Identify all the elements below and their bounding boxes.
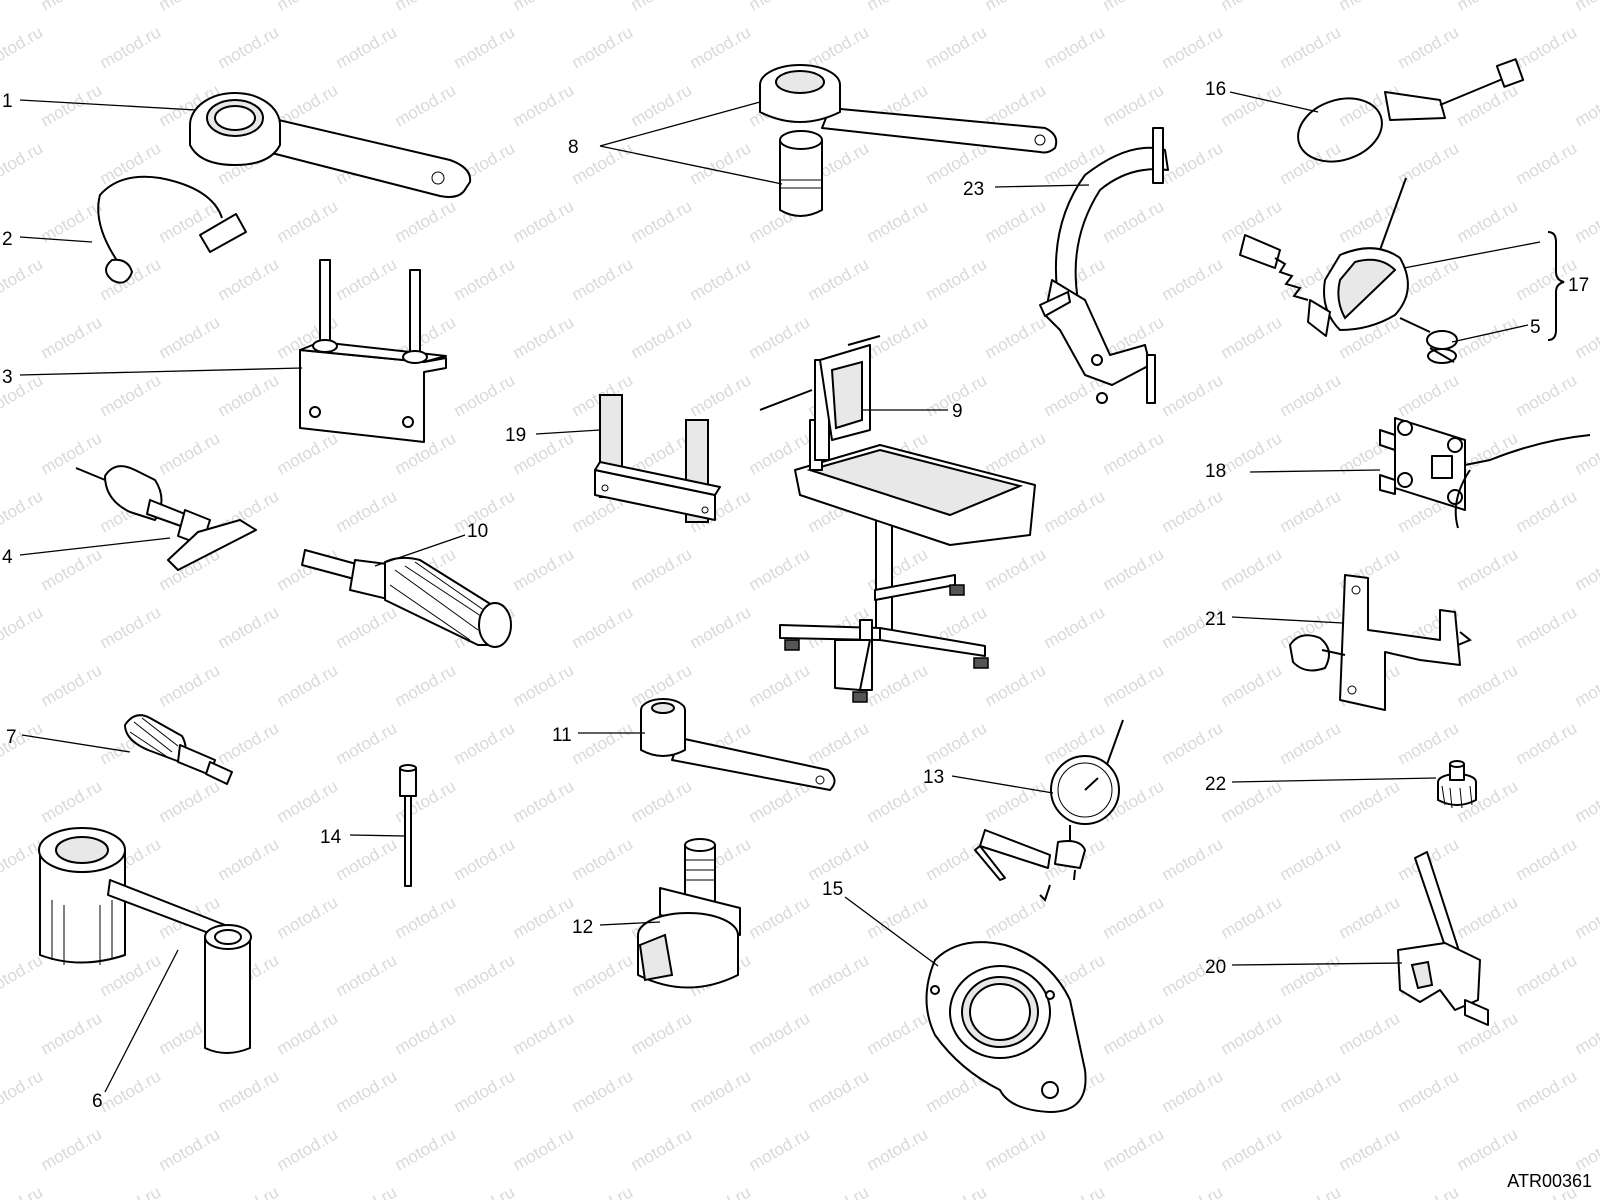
tool-21-knob-bracket (1289, 574, 1472, 711)
tool-6-cup-socket (38, 827, 252, 1054)
tool-10-driver (301, 549, 512, 648)
callout-label-22: 22 (1205, 774, 1227, 795)
callout-label-1: 1 (2, 91, 13, 112)
callout-label-16: 16 (1205, 79, 1227, 100)
tool-13-dial-gauge (974, 719, 1124, 902)
callout-label-2: 2 (2, 229, 13, 250)
tool-14-long-pin (399, 764, 417, 887)
callout-label-21: 21 (1205, 609, 1227, 630)
tool-19-fork-plates (594, 394, 721, 523)
tool-8-ring-nut-wrench (759, 64, 1058, 217)
callout-label-13: 13 (923, 767, 945, 788)
tool-7-knurled-pin (124, 714, 233, 785)
callout-label-6: 6 (92, 1091, 103, 1112)
tool-22-knurled-bush (1437, 760, 1477, 809)
tool-2-bent-hook (97, 175, 247, 284)
callout-label-14: 14 (320, 827, 342, 848)
callout-label-4: 4 (2, 547, 13, 568)
callout-label-10: 10 (467, 521, 489, 542)
tool-12-puller-block (637, 838, 741, 989)
leader-lines (19, 91, 1541, 1093)
tool-4-t-handle-puller (75, 465, 257, 571)
tool-9-engine-stand (759, 335, 1036, 703)
callout-label-11: 11 (552, 725, 572, 746)
tool-11-pin-wrench (640, 698, 836, 791)
callout-label-18: 18 (1205, 461, 1227, 482)
tool-1-ring-spanner (189, 92, 472, 198)
tool-23-arc-frame (1039, 127, 1169, 404)
tool-18-four-bolt-plate (1379, 417, 1591, 529)
diagram-code: ATR00361 (1507, 1171, 1592, 1191)
callout-label-3: 3 (2, 367, 13, 388)
tool-20-valve-spring-tool (1397, 851, 1489, 1026)
tool-17-flywheel-puller (1239, 177, 1565, 364)
tool-15-clutch-holder (925, 941, 1087, 1113)
callout-label-19: 19 (505, 425, 527, 446)
callout-label-17: 17 (1568, 275, 1590, 296)
callout-label-7: 7 (6, 727, 17, 748)
callout-label-12: 12 (572, 917, 594, 938)
callout-label-8: 8 (568, 137, 579, 158)
callout-label-23: 23 (963, 179, 985, 200)
callout-label-20: 20 (1205, 957, 1227, 978)
callout-label-15: 15 (822, 879, 844, 900)
callout-label-5: 5 (1530, 317, 1541, 338)
tool-3-plate-jig (299, 259, 447, 443)
callout-label-9: 9 (952, 401, 963, 422)
tool-16-strap-wrench (1297, 58, 1525, 163)
